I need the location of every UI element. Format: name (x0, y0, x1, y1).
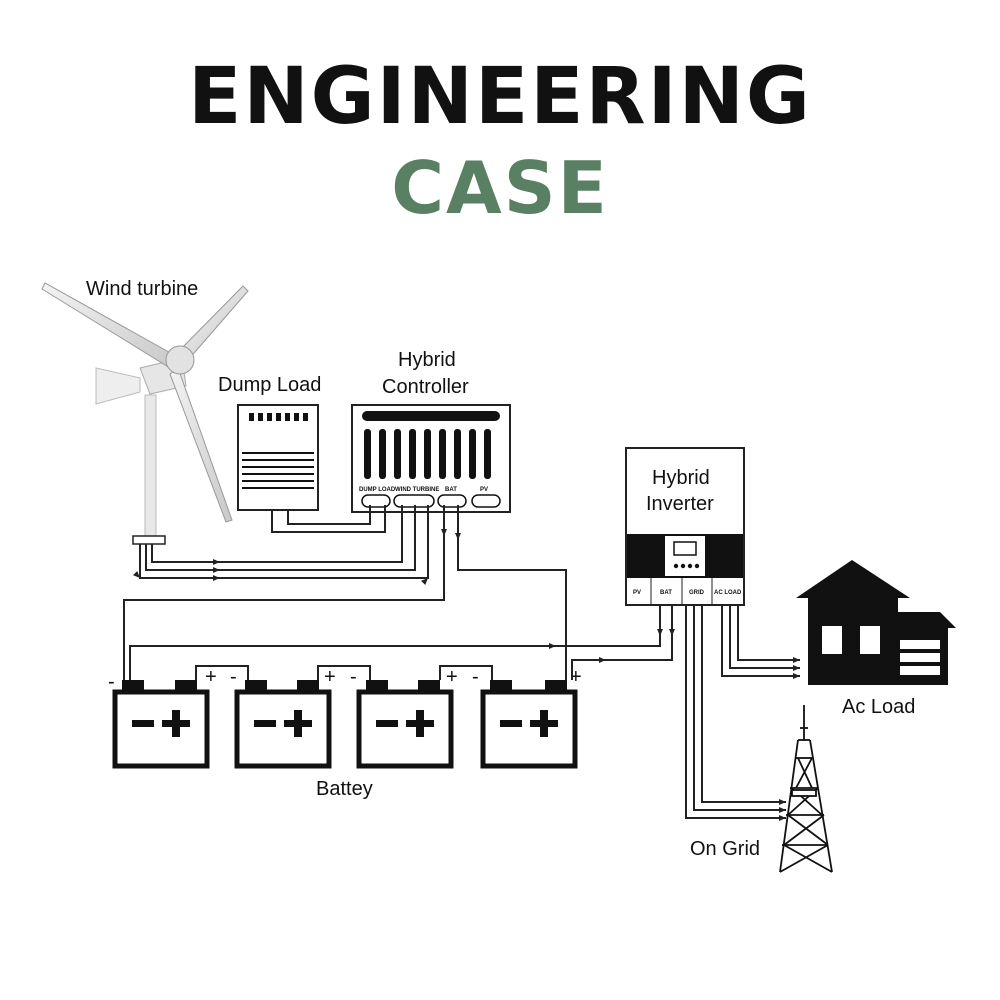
dump-load-label: Dump Load (218, 374, 321, 396)
controller-label-line1: Hybrid (398, 349, 456, 371)
wind-turbine-icon (41, 282, 249, 545)
title-engineering: ENGINEERING (188, 52, 812, 142)
bank-plus-sign: + (570, 666, 582, 688)
inv-terminal-pv: PV (633, 590, 641, 596)
b2-plus-sign: + (324, 666, 336, 688)
b4-minus-sign: - (472, 666, 479, 688)
inv-terminal-grid: GRID (689, 590, 705, 596)
house-icon (796, 560, 956, 685)
battery-bank (112, 665, 578, 769)
ac-load-label: Ac Load (842, 696, 915, 718)
b1-plus-sign: + (205, 666, 217, 688)
hybrid-controller-box: DUMP LOAD WIND TURBINE BAT PV (351, 404, 511, 513)
wiring (123, 505, 800, 821)
inv-terminal-ac-load: AC LOAD (714, 590, 742, 596)
b3-minus-sign: - (350, 666, 357, 688)
bank-minus-sign: - (108, 671, 115, 693)
battery-2 (234, 680, 332, 769)
power-tower-icon (779, 705, 833, 873)
battery-4 (480, 680, 578, 769)
inv-terminal-bat: BAT (660, 590, 672, 596)
b3-plus-sign: + (446, 666, 458, 688)
ctrl-terminal-pv: PV (480, 487, 488, 493)
dump-load-box (237, 404, 319, 511)
battery-label: Battey (316, 778, 373, 800)
inverter-label-line2: Inverter (646, 493, 714, 515)
controller-label-line2: Controller (382, 376, 469, 398)
ctrl-terminal-dump-load: DUMP LOAD (359, 487, 396, 493)
title-case: CASE (391, 146, 609, 230)
ctrl-terminal-wind-turbine: WIND TURBINE (395, 487, 439, 493)
inverter-label-line1: Hybrid (652, 467, 710, 489)
ctrl-terminal-bat: BAT (445, 487, 457, 493)
battery-3 (356, 680, 454, 769)
hybrid-inverter-box: PV BAT GRID AC LOAD (625, 447, 745, 606)
b2-minus-sign: - (230, 666, 237, 688)
wind-turbine-label: Wind turbine (86, 278, 198, 300)
battery-1 (112, 680, 210, 769)
on-grid-label: On Grid (690, 838, 760, 860)
